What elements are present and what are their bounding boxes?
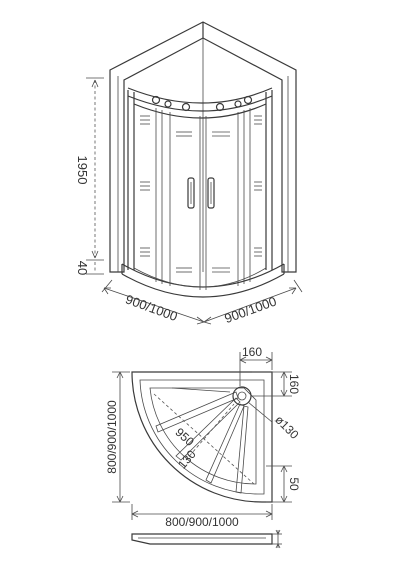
width-left-label: 900/1000 [123, 291, 179, 324]
base-height-label: 40 [75, 261, 90, 275]
roller-icon [181, 102, 191, 112]
height-label: 1950 [75, 156, 90, 185]
roller-icon [243, 95, 253, 105]
tray-depth-label: 800/900/1000 [105, 400, 119, 474]
width-right-label: 900/1000 [222, 293, 278, 326]
roller-icon [151, 95, 161, 105]
glass-enclosure [121, 87, 285, 298]
corner-walls [109, 21, 297, 273]
tray-plan-view: 950 130 160 160 ø130 50 800/900/1000 [105, 345, 302, 549]
tray-width-label: 800/900/1000 [165, 515, 239, 529]
roller-icon [234, 100, 242, 108]
door-handle-icon [187, 177, 195, 209]
tray-right-label: 160 [287, 374, 301, 394]
drain-diameter-label: ø130 [272, 413, 301, 442]
tray-side-profile [131, 529, 282, 549]
tray-diagonal-label: 950 [173, 425, 197, 449]
tray-outline [131, 371, 273, 503]
roller-icon [164, 100, 172, 108]
door-handle-icon [207, 177, 215, 209]
roller-icon [215, 102, 225, 112]
height-dimension: 1950 40 [75, 77, 104, 275]
tray-top-label: 160 [242, 345, 262, 359]
tray-bottom-gap-label: 50 [287, 477, 301, 491]
tray-ribs [155, 387, 249, 494]
shower-cabin-view: 1950 40 900/1000 900/1000 [75, 21, 303, 326]
